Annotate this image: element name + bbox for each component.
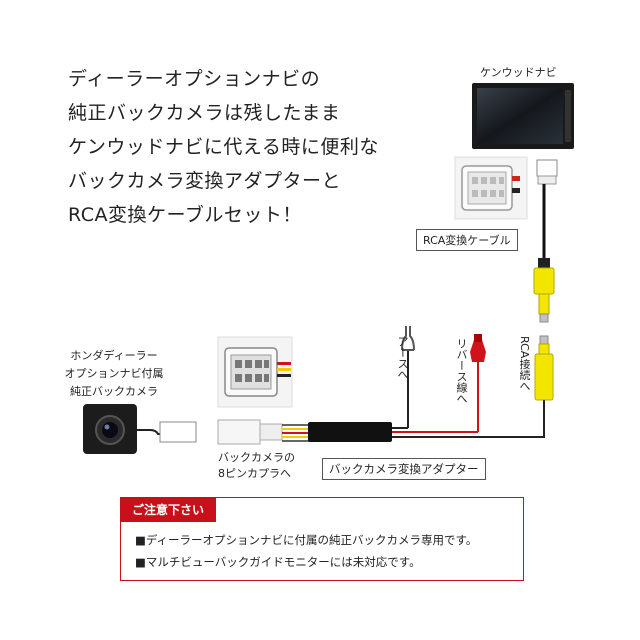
ground-label: アースへ xyxy=(396,336,409,380)
camera-title-line: オプションナビ付属 xyxy=(64,367,164,380)
headline: ディーラーオプションナビの 純正バックカメラは残したまま ケンウッドナビに代える… xyxy=(68,62,408,232)
rca-cable xyxy=(533,159,558,323)
notice-item: ■マルチビューバックガイドモニターには未対応です。 xyxy=(135,555,421,569)
rca-connect-label: RCA接続へ xyxy=(518,336,531,392)
kenwood-navi-label: ケンウッドナビ xyxy=(480,66,557,79)
headline-line: ケンウッドナビに代える時に便利な xyxy=(68,136,379,158)
rca-plug-adapter xyxy=(534,335,554,438)
notice-item: ■ディーラーオプションナビに付属の純正バックカメラ専用です。 xyxy=(135,533,478,547)
back-camera xyxy=(83,404,197,454)
navi-connector-photo xyxy=(454,156,528,220)
notice-box: ご注意下さい ■ディーラーオプションナビに付属の純正バックカメラ専用です。 ■マ… xyxy=(120,497,524,581)
coupler-label-line: 8ピンカプラへ xyxy=(218,467,291,480)
adapter-label: バックカメラ変換アダプター xyxy=(322,458,486,480)
camera-coupler-photo xyxy=(217,336,293,408)
headline-line: RCA変換ケーブルセット！ xyxy=(68,204,302,226)
headline-line: バックカメラ変換アダプターと xyxy=(68,170,342,192)
camera-title: ホンダディーラー オプションナビ付属 純正バックカメラ xyxy=(60,347,168,401)
reverse-label: リバース線へ xyxy=(455,338,468,404)
headline-line: 純正バックカメラは残したまま xyxy=(68,102,341,124)
coupler-label: バックカメラの 8ピンカプラへ xyxy=(218,450,295,482)
adapter-harness xyxy=(217,326,544,445)
notice-title: ご注意下さい xyxy=(120,497,217,522)
camera-title-line: 純正バックカメラ xyxy=(70,385,158,398)
camera-title-line: ホンダディーラー xyxy=(70,349,158,362)
coupler-label-line: バックカメラの xyxy=(218,451,295,464)
kenwood-navi-unit xyxy=(472,83,574,149)
rca-cable-label: RCA変換ケーブル xyxy=(416,229,518,251)
headline-line: ディーラーオプションナビの xyxy=(68,68,321,90)
